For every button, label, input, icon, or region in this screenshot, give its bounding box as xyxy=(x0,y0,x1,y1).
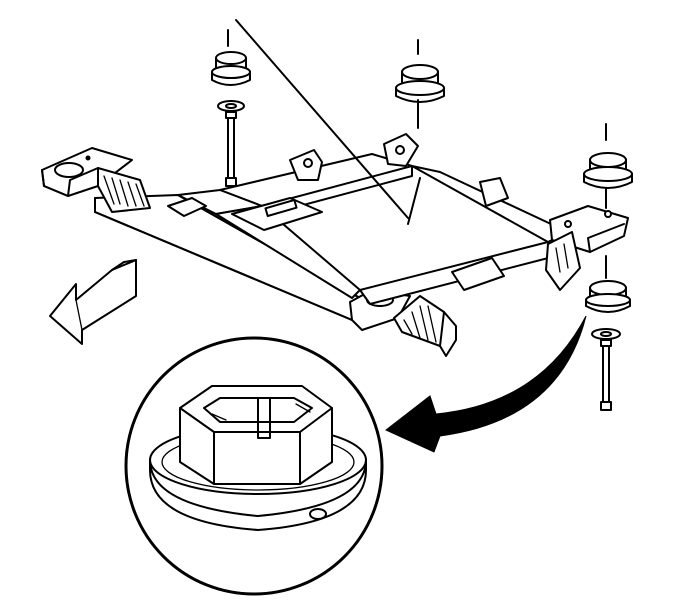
body-mount-stack-1 xyxy=(211,29,251,187)
front-left-bracket xyxy=(41,147,151,213)
center-tray xyxy=(167,133,509,291)
leader-line xyxy=(235,19,409,219)
body-mount-stack-2 xyxy=(395,39,445,129)
arrow-forward-icon xyxy=(49,259,137,345)
body-mount-stack-3 xyxy=(583,123,633,209)
detail-magnifier-arrow-icon xyxy=(385,315,587,453)
body-mount-stack-4 xyxy=(585,255,631,411)
frame-assembly xyxy=(41,19,629,357)
detail-view-insulator xyxy=(124,336,384,596)
left-side-rail xyxy=(177,189,361,299)
rear-right-mount-bracket xyxy=(545,205,629,291)
